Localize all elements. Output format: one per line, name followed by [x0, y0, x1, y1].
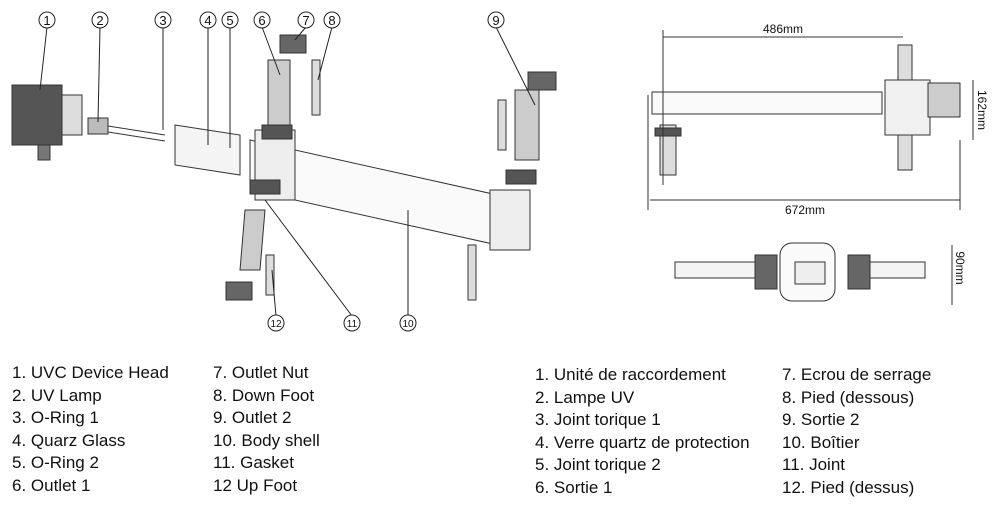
- legend-item: 1. UVC Device Head: [12, 363, 169, 382]
- device-head: [11, 84, 83, 161]
- svg-text:3: 3: [159, 13, 166, 28]
- legend-item: 3. Joint torique 1: [535, 410, 661, 430]
- legend-item: 8. Down Foot: [213, 385, 315, 405]
- legend-item: 4. Verre quartz de protection: [535, 432, 750, 452]
- callout-3: 3: [154, 11, 172, 29]
- callout-9: 9: [487, 11, 505, 29]
- uv-lamp: [87, 117, 166, 142]
- legend-item: 5. O-Ring 2: [12, 453, 99, 473]
- quartz-glass: [174, 124, 241, 176]
- legend-item: 7. Ecrou de serrage: [782, 365, 932, 384]
- side-view: [647, 30, 974, 210]
- legend-item: 10. Boîtier: [782, 432, 860, 452]
- legend-item: 9. Sortie 2: [782, 410, 860, 430]
- legend-item: 11. Joint: [782, 455, 846, 475]
- legend-english-2: 7. Outlet Nut 8. Down Foot 9. Outlet 2 1…: [213, 362, 320, 498]
- gasket-and-outlet-lower: [225, 179, 281, 301]
- svg-text:1: 1: [43, 13, 50, 28]
- svg-text:2: 2: [96, 13, 103, 28]
- callout-8: 8: [323, 11, 341, 29]
- legend-item: 3. O-Ring 1: [12, 408, 99, 428]
- dim-672: 672mm: [785, 203, 825, 217]
- exploded-diagram: 1 2 3 4 5 6 7 8 9 10 11 12 486mm 672mm 1…: [11, 11, 989, 332]
- callout-2: 2: [91, 11, 109, 29]
- dim-486: 486mm: [763, 22, 803, 36]
- legend-item: 6. Outlet 1: [12, 475, 91, 495]
- dim-162: 162mm: [975, 90, 989, 130]
- legend-item: 10. Body shell: [213, 430, 320, 450]
- svg-text:4: 4: [204, 13, 211, 28]
- callout-1: 1: [38, 11, 56, 29]
- legend-item: 7. Outlet Nut: [213, 363, 309, 382]
- legend-item: 9. Outlet 2: [213, 408, 292, 428]
- svg-text:6: 6: [258, 13, 265, 28]
- legend-french-1: 1. Unité de raccordement 2. Lampe UV 3. …: [535, 364, 750, 500]
- svg-text:8: 8: [328, 13, 335, 28]
- callout-10: 10: [399, 314, 417, 332]
- svg-text:9: 9: [492, 13, 499, 28]
- top-view: [674, 242, 953, 305]
- legend-english-1: 1. UVC Device Head 2. UV Lamp 3. O-Ring …: [12, 362, 169, 498]
- callout-12: 12: [267, 314, 285, 332]
- legend-item: 12 Up Foot: [213, 475, 298, 495]
- svg-text:11: 11: [347, 319, 358, 330]
- legend-item: 11. Gasket: [213, 453, 294, 473]
- legend-item: 5. Joint torique 2: [535, 455, 661, 475]
- legend-item: 12. Pied (dessus): [782, 477, 915, 497]
- legend-item: 4. Quarz Glass: [12, 430, 126, 450]
- feet: [265, 59, 507, 301]
- callout-4: 4: [199, 11, 217, 29]
- legend-french-2: 7. Ecrou de serrage 8. Pied (dessous) 9.…: [782, 364, 931, 500]
- legend-item: 1. Unité de raccordement: [535, 365, 726, 384]
- dim-90: 90mm: [953, 251, 967, 284]
- svg-text:7: 7: [302, 13, 309, 28]
- svg-text:12: 12: [270, 319, 282, 330]
- callout-11: 11: [343, 314, 361, 332]
- callout-7: 7: [297, 11, 315, 29]
- svg-text:5: 5: [226, 13, 233, 28]
- outlet-2: [505, 71, 557, 185]
- callout-5: 5: [221, 11, 239, 29]
- svg-text:10: 10: [402, 319, 414, 330]
- legend-item: 8. Pied (dessous): [782, 387, 915, 407]
- legend-item: 6. Sortie 1: [535, 477, 613, 497]
- callout-6: 6: [253, 11, 271, 29]
- body-shell: [249, 129, 531, 251]
- legend-item: 2. Lampe UV: [535, 387, 635, 407]
- legend-item: 2. UV Lamp: [12, 385, 102, 405]
- outlet-1: [261, 34, 307, 140]
